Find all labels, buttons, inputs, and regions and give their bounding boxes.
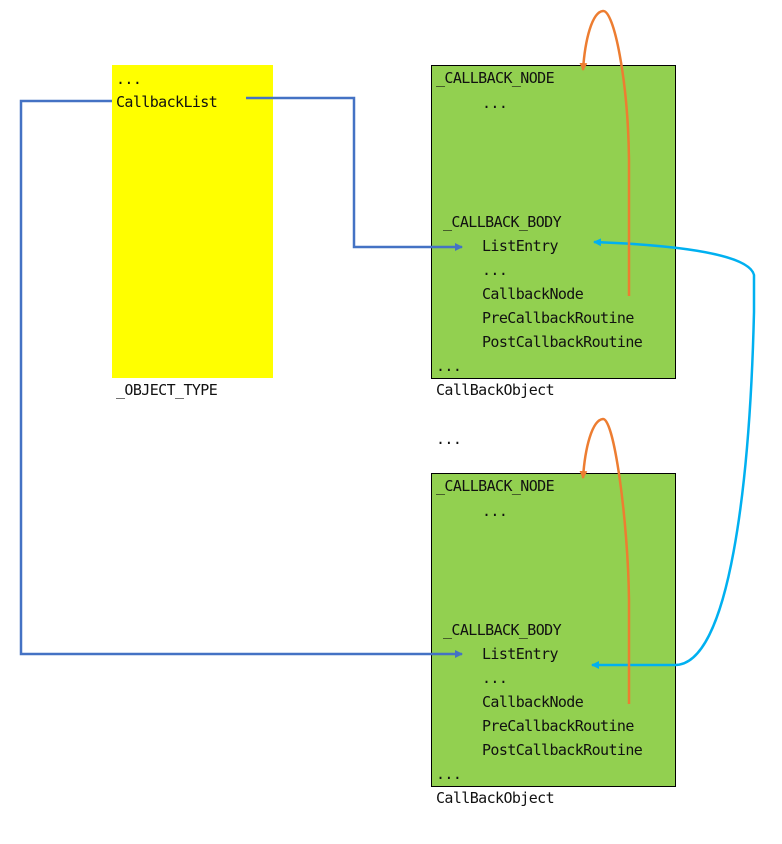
callback-node-ellipsis-1: ...	[482, 94, 508, 112]
object1-node-backref-arrow	[579, 9, 631, 296]
object2-to-object1-listentry-arrow	[593, 238, 756, 312]
pre-callback-routine-field-2: PreCallbackRoutine	[482, 717, 634, 735]
list-entry-field-1: ListEntry	[482, 237, 558, 255]
trailing-ellipsis-2: ...	[436, 765, 462, 783]
callbacklist-to-object2-arrow	[19, 99, 463, 658]
pre-callback-routine-field-1: PreCallbackRoutine	[482, 309, 634, 327]
callback-node-header-1: _CALLBACK_NODE	[436, 69, 555, 87]
post-callback-routine-field-1: PostCallbackRoutine	[482, 333, 643, 351]
object-type-ellipsis: ...	[116, 70, 142, 88]
callback-node-field-1: CallbackNode	[482, 285, 584, 303]
callback-node-ellipsis-2: ...	[482, 502, 508, 520]
between-objects-ellipsis: ...	[436, 430, 462, 448]
list-entry-field-2: ListEntry	[482, 645, 558, 663]
object2-node-backref-arrow	[579, 417, 631, 704]
callback-object-box-1	[431, 65, 676, 379]
callback-body-header-2: _CALLBACK_BODY	[443, 621, 562, 639]
callback-node-header-2: _CALLBACK_NODE	[436, 477, 555, 495]
callback-object-label-1: CallBackObject	[436, 381, 555, 399]
trailing-ellipsis-1: ...	[436, 357, 462, 375]
callback-body-header-1: _CALLBACK_BODY	[443, 213, 562, 231]
body-ellipsis-1: ...	[482, 261, 508, 279]
object-type-label: _OBJECT_TYPE	[116, 381, 218, 399]
object1-to-object2-listentry-arrow	[591, 311, 756, 669]
object-type-box	[112, 65, 273, 378]
callback-list-field: CallbackList	[116, 93, 218, 111]
callback-object-label-2: CallBackObject	[436, 789, 555, 807]
callbacklist-to-object1-arrow	[246, 96, 463, 251]
callback-node-field-2: CallbackNode	[482, 693, 584, 711]
body-ellipsis-2: ...	[482, 669, 508, 687]
post-callback-routine-field-2: PostCallbackRoutine	[482, 741, 643, 759]
callback-object-box-2	[431, 473, 676, 787]
